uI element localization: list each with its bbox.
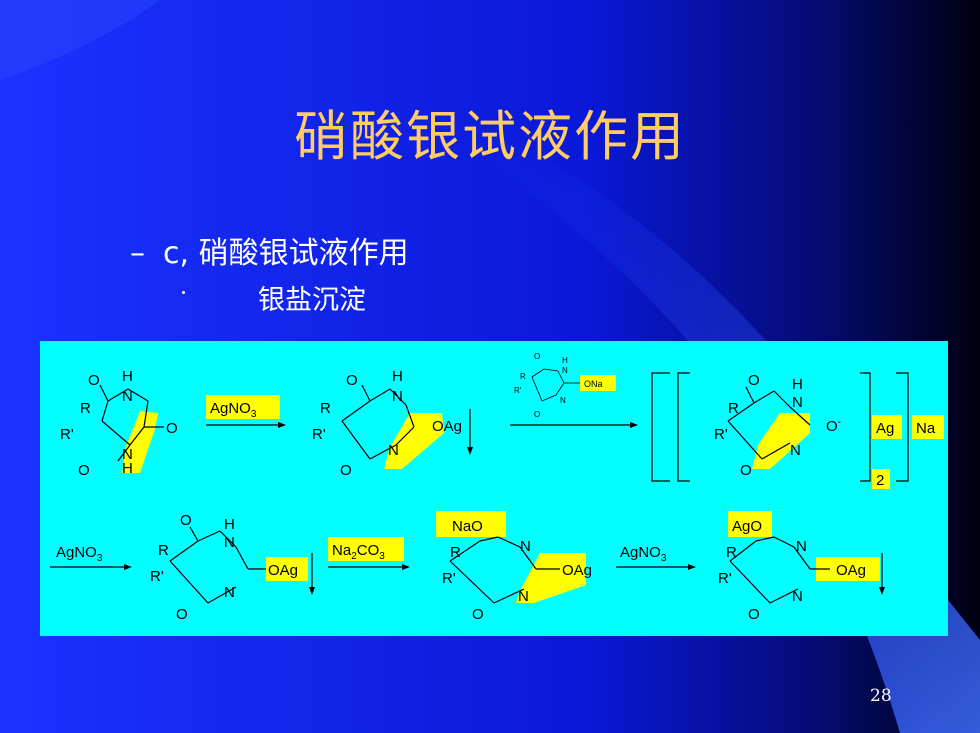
bonds-2 — [341, 384, 471, 460]
bonds-5 — [449, 536, 560, 604]
r-prime-label-1: R' — [60, 426, 74, 443]
n-bottom-5: N — [518, 588, 529, 605]
h-top-4: H — [224, 516, 235, 533]
na-box — [912, 415, 944, 439]
o-bottom-4: O — [176, 606, 188, 623]
ona-label: ONa — [584, 379, 603, 389]
oag-2: OAg — [432, 418, 462, 435]
n-bottom-1: N — [122, 446, 133, 463]
ona-box — [580, 375, 616, 391]
reagent-agno3-2: AgNO3 — [56, 544, 103, 564]
brackets — [651, 372, 909, 482]
h-top-2: H — [392, 368, 403, 385]
h-top-3: H — [792, 376, 803, 393]
nao-box — [436, 511, 506, 537]
o-top-4: O — [180, 512, 192, 529]
reaction-scheme: R R' O H N O N H O AgNO3 R R' O H N OAg … — [40, 341, 948, 636]
oag-4: OAg — [268, 562, 298, 579]
arrow-head-4 — [402, 564, 410, 570]
ago-box — [728, 511, 772, 537]
oag-box-4 — [266, 557, 308, 581]
bullet-dash: – — [130, 236, 145, 271]
r-label-4: R — [158, 542, 169, 559]
reagent-box-1 — [206, 395, 280, 419]
r-small: R — [520, 372, 526, 381]
bonds-3 — [727, 386, 811, 460]
n-bottom-6: N — [792, 588, 803, 605]
h-small: H — [562, 356, 568, 365]
reagent-box-2 — [328, 537, 404, 561]
anion-o: O- — [826, 417, 841, 435]
r-prime-label-3: R' — [714, 426, 728, 443]
precip-arrow-6 — [879, 587, 885, 595]
o-top-2: O — [346, 372, 358, 389]
bullet-level-1: –c, 硝酸银试液作用 — [130, 228, 409, 272]
o-bottom-3: O — [740, 462, 752, 479]
slide-title: 硝酸银试液作用 — [294, 105, 686, 168]
bullet-dot — [182, 291, 185, 294]
nao-label: NaO — [452, 518, 483, 535]
reagent-agno3-3: AgNO3 — [620, 544, 667, 564]
o-bottom-5: O — [472, 606, 484, 623]
o-top-1: O — [88, 372, 100, 389]
o-right-1: O — [166, 420, 178, 437]
r-label-5: R — [450, 544, 461, 561]
oag-5: OAg — [562, 562, 592, 579]
r-label-1: R — [80, 400, 91, 417]
arrow-head-5 — [688, 564, 696, 570]
n-top-1: N — [122, 388, 133, 405]
o-small-top: O — [534, 352, 540, 361]
n-small-bottom: N — [560, 396, 566, 405]
r-prime-label-4: R' — [150, 568, 164, 585]
r-label-6: R — [726, 544, 737, 561]
r-prime-label-5: R' — [442, 570, 456, 587]
r-label-2: R — [320, 400, 331, 417]
n-top-3: N — [792, 394, 803, 411]
h-top-1: H — [122, 368, 133, 385]
o-bottom-6: O — [748, 606, 760, 623]
ago-label: AgO — [732, 518, 762, 535]
o-small-bottom: O — [534, 410, 540, 419]
page-number: 28 — [870, 686, 892, 706]
na-label: Na — [916, 420, 936, 437]
n-top-5: N — [520, 538, 531, 555]
precip-arrow-4 — [309, 587, 315, 595]
subscript-2: 2 — [876, 472, 884, 489]
n-top-6: N — [796, 538, 807, 555]
r-prime-label-6: R' — [718, 570, 732, 587]
bonds-6 — [729, 536, 883, 604]
subscript-2-box — [872, 469, 890, 489]
bonds-1 — [99, 384, 164, 462]
small-molecule — [531, 368, 580, 402]
bonds-4 — [169, 526, 313, 604]
o-bottom-2: O — [340, 462, 352, 479]
n-bottom-4: N — [224, 584, 235, 601]
reagent-na2co3: Na2CO3 — [332, 542, 385, 562]
arrow-head-2 — [630, 422, 638, 428]
n-bottom-2: N — [388, 442, 399, 459]
bullet-text: c, 硝酸银试液作用 — [163, 236, 409, 271]
r-prime-label-2: R' — [312, 426, 326, 443]
n-bottom-3: N — [790, 442, 801, 459]
highlight-3 — [752, 413, 810, 469]
bullet-level-2: 银盐沉淀 — [258, 285, 366, 316]
o-bottom-1: O — [78, 462, 90, 479]
precip-arrow-2 — [467, 447, 473, 455]
ag-label: Ag — [876, 420, 894, 437]
r-label-3: R — [728, 400, 739, 417]
h-bottom-1: H — [122, 460, 133, 477]
n-top-4: N — [224, 534, 235, 551]
ag-box — [872, 415, 902, 439]
r-prime-small: R' — [514, 386, 522, 395]
n-small-top: N — [562, 366, 568, 375]
oag-6: OAg — [836, 562, 866, 579]
n-top-2: N — [392, 388, 403, 405]
o-top-3: O — [748, 372, 760, 389]
highlight-2 — [384, 413, 444, 469]
arrow-head-1 — [278, 422, 286, 428]
reagent-agno3-1: AgNO3 — [210, 400, 257, 420]
arrow-head-3 — [124, 564, 132, 570]
